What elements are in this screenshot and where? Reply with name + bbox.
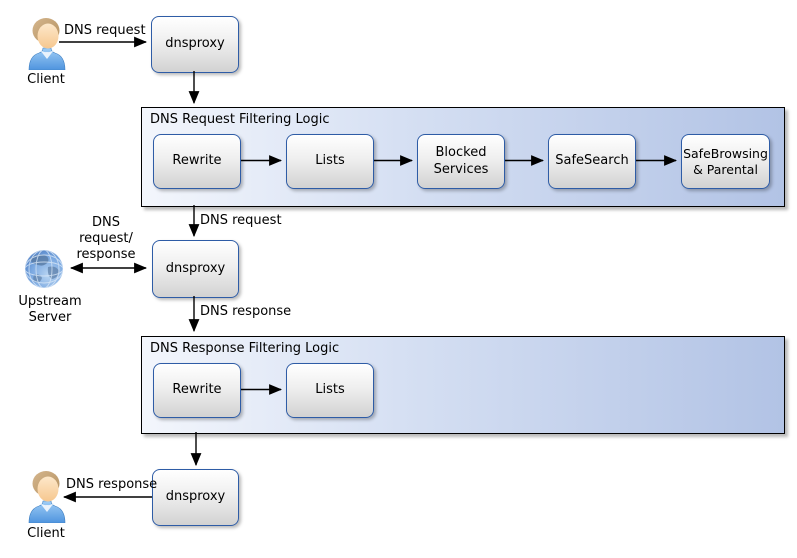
- edge-label-client-request: DNS request: [64, 23, 146, 38]
- request-filtering-title: DNS Request Filtering Logic: [150, 112, 330, 127]
- edge-label-dns-request: DNS request: [200, 213, 282, 228]
- step-box-safesearch: SafeSearch: [548, 134, 636, 189]
- upstream-server-label: Upstream Server: [18, 294, 82, 325]
- step-box-lists-request: Lists: [286, 134, 374, 189]
- client-person-icon: [28, 18, 66, 70]
- step-box-rewrite-request: Rewrite: [153, 134, 241, 189]
- client-bottom-label: Client: [27, 526, 65, 541]
- step-box-safebrowsing-parental: SafeBrowsing & Parental: [681, 134, 770, 189]
- dnsproxy-node-top: dnsproxy: [151, 16, 239, 73]
- client-person-icon-bottom: [28, 471, 66, 523]
- response-filtering-container: [141, 336, 785, 434]
- response-filtering-title: DNS Response Filtering Logic: [150, 341, 340, 356]
- client-top-label: Client: [27, 72, 65, 87]
- dnsproxy-node-middle: dnsproxy: [152, 240, 239, 298]
- edge-label-response-to-client: DNS response: [66, 477, 158, 492]
- step-box-rewrite-response: Rewrite: [153, 363, 241, 418]
- edge-label-dns-response: DNS response: [200, 304, 292, 319]
- step-box-lists-response: Lists: [286, 363, 374, 418]
- upstream-server-globe-icon: [25, 250, 63, 288]
- edge-label-upstream-exchange: DNS request/ response: [76, 215, 136, 262]
- step-box-blocked-services: Blocked Services: [417, 134, 505, 189]
- dnsproxy-node-bottom: dnsproxy: [152, 469, 239, 526]
